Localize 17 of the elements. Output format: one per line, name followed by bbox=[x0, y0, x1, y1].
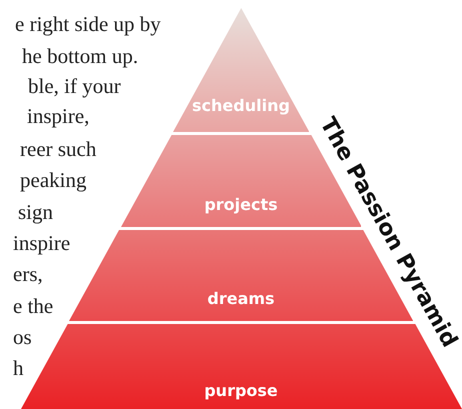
body-text-fragment: e right side up by bbox=[15, 12, 161, 36]
tier-label: purpose bbox=[204, 381, 278, 400]
body-text-fragment: ble, if your bbox=[28, 74, 121, 98]
tier-label: dreams bbox=[207, 289, 275, 308]
body-text-fragment: ers, bbox=[13, 262, 43, 286]
tier-label: scheduling bbox=[192, 96, 290, 115]
body-text-fragment: inspire bbox=[13, 231, 70, 255]
body-text-fragment: peaking bbox=[20, 168, 86, 192]
body-text-fragment: os bbox=[13, 325, 32, 349]
body-text-fragment: sign bbox=[18, 200, 54, 224]
body-text-fragment: e the bbox=[13, 294, 54, 318]
body-text-fragment: he bottom up. bbox=[22, 44, 138, 68]
tier-label: projects bbox=[204, 195, 278, 214]
body-text-fragment: reer such bbox=[20, 137, 96, 161]
body-text-fragment: h bbox=[13, 356, 24, 380]
pyramid-apex-tier bbox=[172, 8, 310, 132]
body-text-fragment: inspire, bbox=[27, 104, 90, 128]
